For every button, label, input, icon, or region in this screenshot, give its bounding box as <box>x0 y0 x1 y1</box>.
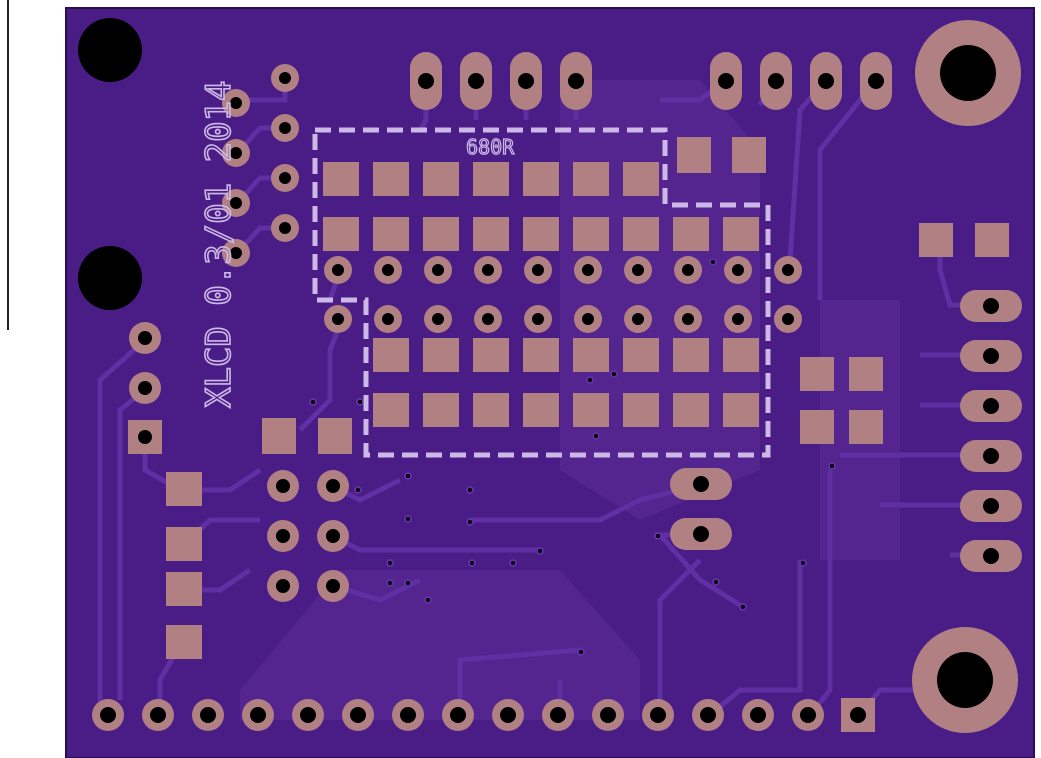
bottom-header-pins <box>92 698 875 732</box>
dip-pin-rows <box>324 256 802 333</box>
right-oval-pads <box>670 290 1022 572</box>
via-icon <box>309 258 836 656</box>
board-version-label: XLCD 0.3/01 2014 <box>199 80 239 408</box>
resistor-value-label: 680R <box>466 135 515 159</box>
left-smd-pads <box>166 418 352 659</box>
mounting-hole-icon <box>78 246 142 310</box>
left-pin-pads <box>128 64 299 454</box>
mounting-holes <box>78 18 1021 733</box>
header-2x3 <box>267 470 349 602</box>
resistor-array-pads <box>323 137 1009 444</box>
silkscreen-outline <box>312 127 771 458</box>
mounting-hole-icon <box>78 18 142 82</box>
copper-pour <box>240 80 900 720</box>
